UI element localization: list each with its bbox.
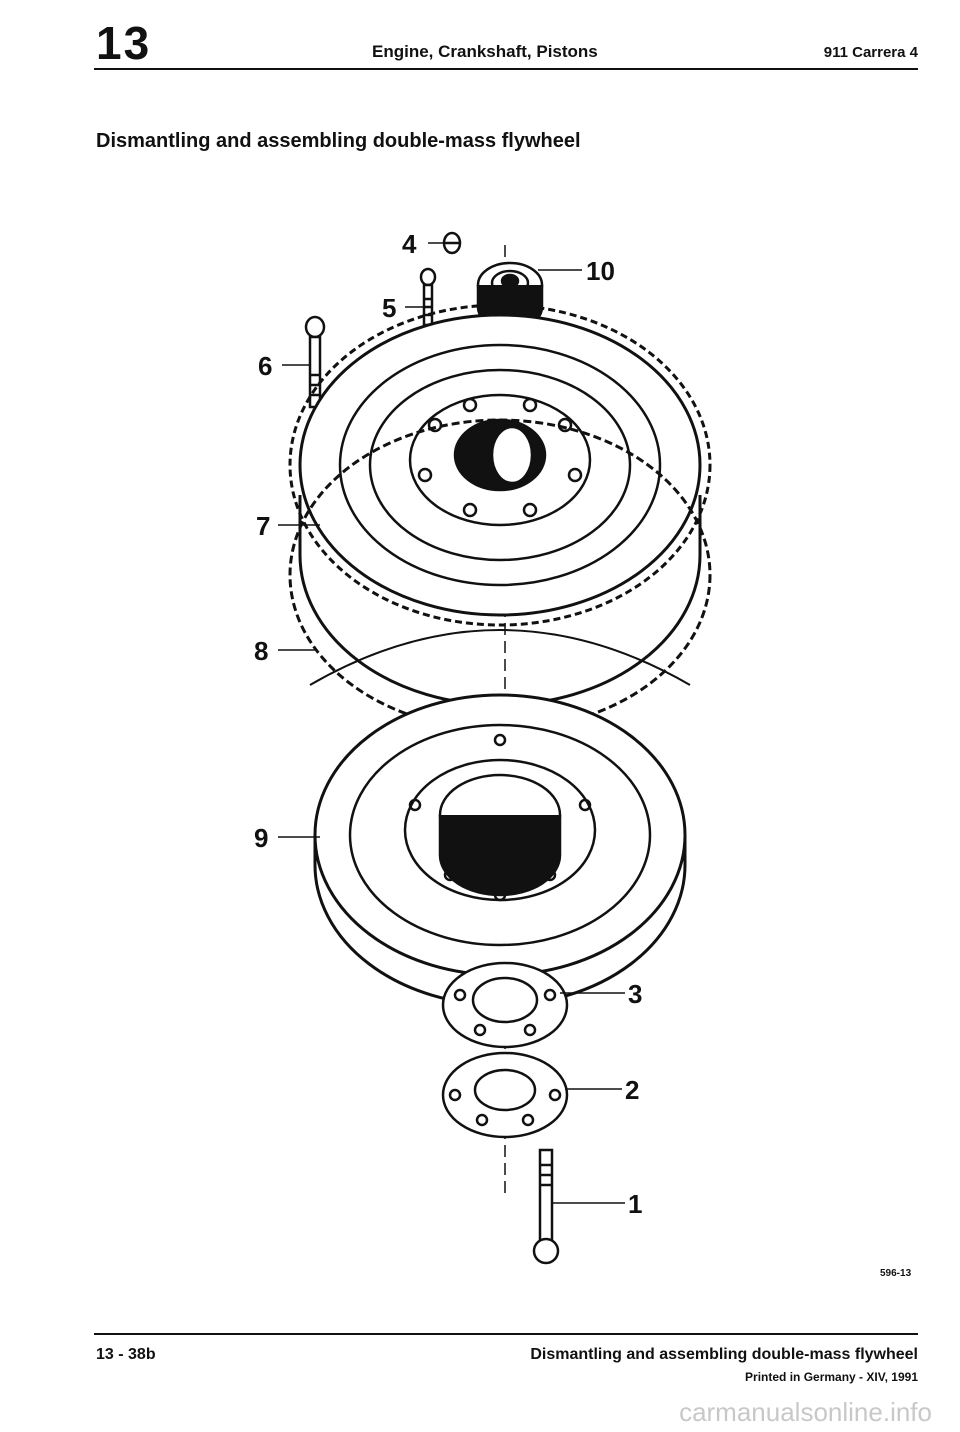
watermark: carmanualsonline.info	[679, 1397, 932, 1427]
callout-4: 4	[402, 229, 417, 259]
flywheel-ring-gear	[288, 303, 712, 732]
callout-6: 6	[258, 351, 272, 381]
long-bolt	[304, 315, 326, 475]
callout-1: 1	[628, 1189, 642, 1219]
callout-7: 7	[256, 511, 270, 541]
footer-title: Dismantling and assembling double-mass f…	[530, 1346, 918, 1363]
header-rule	[94, 68, 918, 70]
callout-9: 9	[254, 823, 268, 853]
washer-plate	[441, 961, 569, 1049]
footer-rule	[94, 1333, 918, 1335]
flywheel-exploded-diagram: 4 5 6 10 7 8 9 3 2 1	[254, 229, 712, 1265]
callout-2: 2	[625, 1075, 639, 1105]
callout-3: 3	[628, 979, 642, 1009]
callout-5: 5	[382, 293, 396, 323]
footer-page-number: 13 - 38b	[96, 1346, 156, 1363]
central-bolt	[532, 1148, 560, 1265]
header-model: 911 Carrera 4	[823, 44, 918, 61]
nut	[442, 231, 462, 255]
page-heading: Dismantling and assembling double-mass f…	[96, 130, 581, 152]
header-title: Engine, Crankshaft, Pistons	[372, 42, 598, 61]
ring-plate	[441, 1051, 569, 1139]
figure-number: 596-13	[880, 1268, 912, 1279]
callout-10: 10	[586, 256, 615, 286]
callout-8: 8	[254, 636, 268, 666]
section-number: 13	[96, 17, 152, 69]
secondary-flywheel	[313, 693, 687, 1007]
footer-print-info: Printed in Germany - XIV, 1991	[745, 1370, 918, 1384]
